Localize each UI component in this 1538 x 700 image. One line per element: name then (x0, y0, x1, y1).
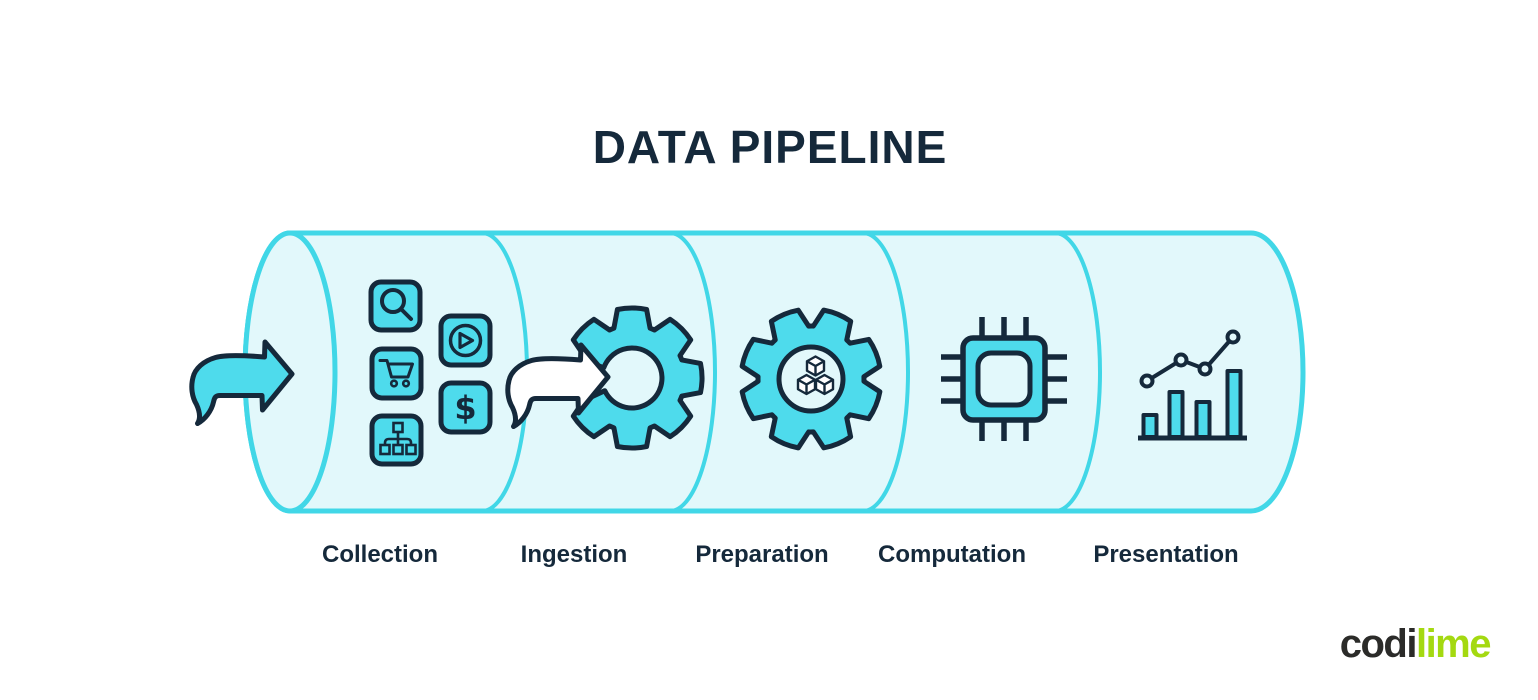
search-badge-icon (368, 279, 423, 333)
page-title: DATA PIPELINE (592, 121, 948, 173)
stage-label-presentation: Presentation (1093, 541, 1239, 568)
stage-label-ingestion: Ingestion (520, 541, 628, 568)
bar-line-chart-icon (1138, 329, 1247, 441)
stage-label-collection: Collection (321, 541, 439, 568)
cpu-chip-icon (941, 317, 1067, 441)
play-badge-icon (438, 313, 493, 368)
preparation-gear-icon (739, 307, 883, 451)
sitemap-badge-icon (369, 413, 424, 467)
logo-codi: codi (1339, 622, 1418, 666)
cart-badge-icon (369, 346, 424, 401)
pipe-divider (669, 231, 717, 513)
stage-label-preparation: Preparation (695, 541, 829, 568)
ingestion-gear-icon (570, 305, 705, 451)
codilime-logo: codilime (1339, 622, 1492, 667)
pipe-divider (862, 231, 910, 513)
stage-label-computation: Computation (878, 541, 1026, 568)
pipe-divider (1054, 231, 1102, 513)
dollar-badge-icon: $ (438, 380, 493, 435)
dollar-sign: $ (454, 389, 476, 427)
logo-lime: lime (1415, 622, 1492, 666)
